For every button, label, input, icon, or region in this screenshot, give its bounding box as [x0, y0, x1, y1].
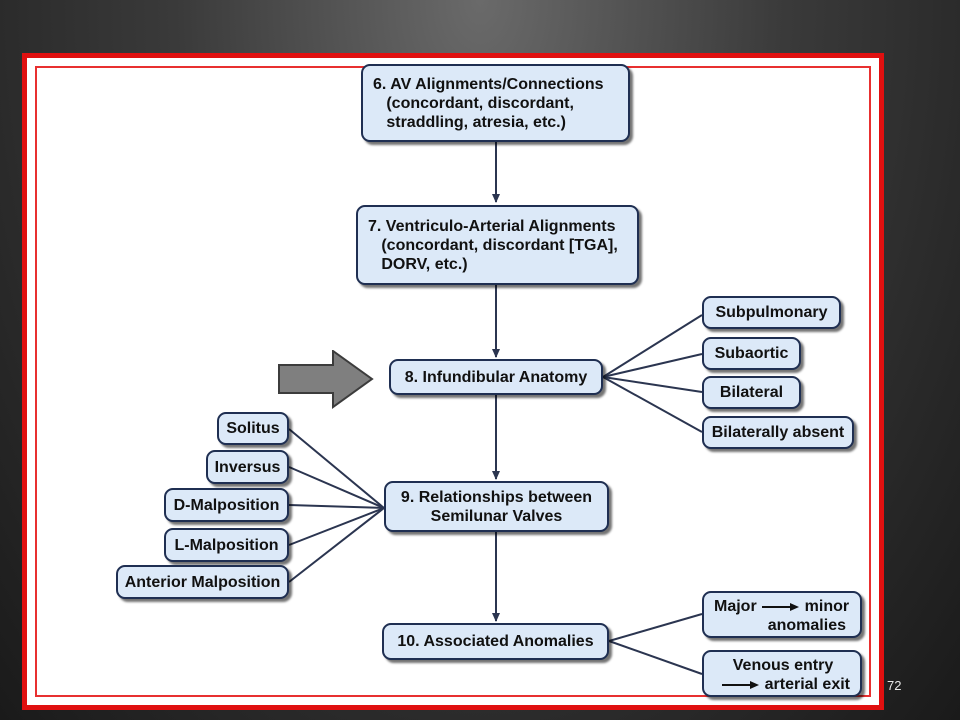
- line-to-bilaterally-absent: [602, 376, 703, 433]
- right-arrow-icon: [761, 602, 799, 611]
- option-bilaterally-absent: Bilaterally absent: [702, 416, 854, 449]
- minor-label: minor: [804, 598, 850, 615]
- anomalies-label: anomalies: [767, 617, 846, 634]
- line-to-anterior-malposition: [288, 507, 385, 583]
- box-ventriculo-arterial: 7. Ventriculo-Arterial Alignments (conco…: [356, 205, 639, 285]
- line-to-solitus: [288, 428, 385, 509]
- line-to-subaortic: [602, 353, 703, 378]
- right-arrow-icon: [721, 680, 759, 689]
- line-to-bilateral: [602, 376, 703, 393]
- option-major-minor: Major minor anomalies: [702, 591, 862, 638]
- box-infundibular-anatomy: 8. Infundibular Anatomy: [389, 359, 603, 395]
- option-subpulmonary: Subpulmonary: [702, 296, 841, 329]
- option-l-malposition: L-Malposition: [164, 528, 289, 562]
- box-associated-anomalies: 10. Associated Anomalies: [382, 623, 609, 660]
- line-to-d-malposition: [288, 504, 385, 509]
- box-av-alignments: 6. AV Alignments/Connections (concordant…: [361, 64, 630, 142]
- option-d-malposition: D-Malposition: [164, 488, 289, 522]
- option-solitus: Solitus: [217, 412, 289, 445]
- option-bilateral: Bilateral: [702, 376, 801, 409]
- slide-number: 72: [887, 678, 902, 693]
- venous-entry-label: Venous entry: [732, 657, 834, 674]
- line-to-subpulmonary: [602, 314, 703, 378]
- arterial-exit-label: arterial exit: [764, 676, 850, 693]
- option-inversus: Inversus: [206, 450, 289, 484]
- option-venous-arterial: Venous entry arterial exit: [702, 650, 862, 697]
- line-to-inversus: [288, 466, 385, 509]
- pointer-arrow-icon: [278, 350, 374, 409]
- line-to-major-minor: [608, 613, 703, 642]
- option-subaortic: Subaortic: [702, 337, 801, 370]
- line-to-l-malposition: [288, 507, 385, 546]
- box-semilunar-relationships: 9. Relationships between Semilunar Valve…: [384, 481, 609, 532]
- line-to-venous-arterial: [608, 640, 703, 675]
- option-anterior-malposition: Anterior Malposition: [116, 565, 289, 599]
- major-label: Major: [714, 598, 757, 615]
